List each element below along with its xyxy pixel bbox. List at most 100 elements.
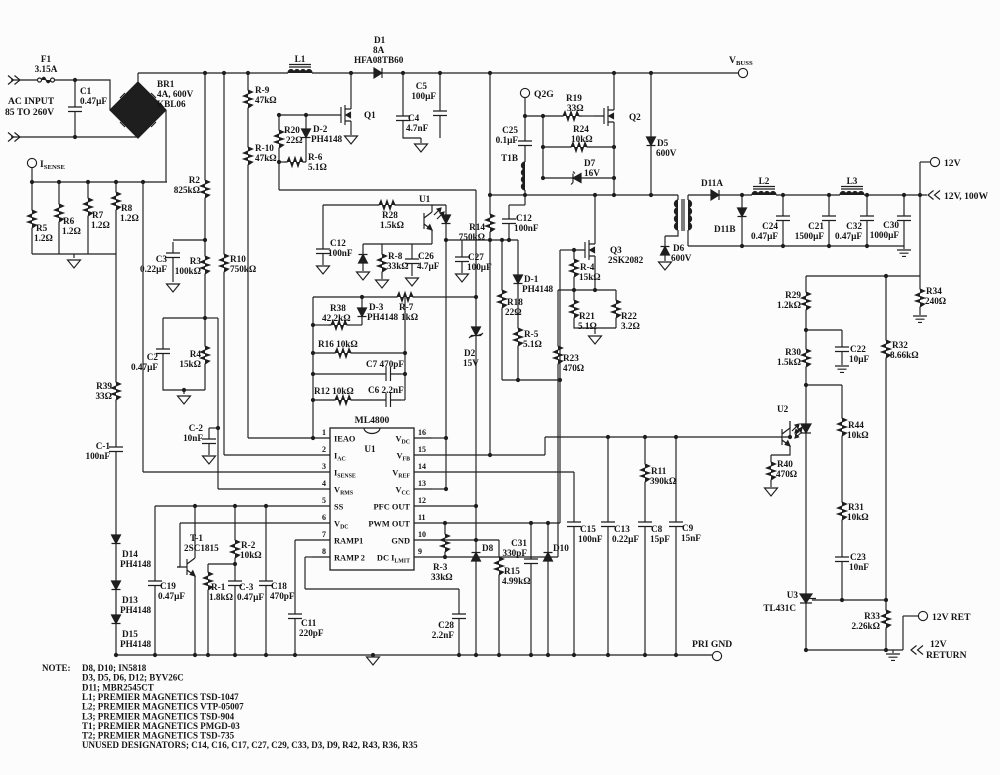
label-c12b-0: C12 [516,213,532,223]
junction-dot [839,597,845,603]
c32-symbol [859,204,875,231]
c15-symbol [566,510,582,537]
junction-dot [803,647,809,653]
label-c15-1: 100nF [578,534,603,544]
u1-opto-symbol [423,204,445,236]
junction-dot [473,294,479,300]
ground-icon [404,277,420,287]
junction-dot [571,287,577,293]
label-c24-0: C24 [762,221,778,231]
label-c-3-0: C-3 [239,582,254,592]
label-out-12v-return-2: RETURN [926,650,967,661]
label-c21-0: C21 [808,221,824,231]
label-r21-0: R21 [579,311,595,321]
junction-dot [245,70,251,76]
c8-symbol [637,510,653,537]
d1-symbol [367,67,389,79]
label-r32-0: R32 [892,340,908,350]
label-r-7-0: R-7 [399,302,414,312]
label-c1-0: C1 [80,86,92,96]
pin-num-12: 12 [418,496,426,505]
isense-terminal [26,157,38,169]
pin-label-15: VFB [396,452,410,463]
label-q3-0: Q3 [610,245,622,255]
label-u3-0: U3 [787,590,799,600]
label-f1-1: 3.15A [35,64,58,74]
label-d11b-0: D11B [714,224,735,234]
note-line-8: UNUSED DESIGNATORS; C14, C16, C17, C27, … [82,740,418,750]
label-r22-0: R22 [621,311,637,321]
label-q2g-terminal: Q2G [534,89,554,100]
pin-label-6: VDC [334,520,349,531]
pin-num-4: 4 [322,479,326,488]
wire-layer [11,70,930,658]
label-r38-1: 42.2kΩ [322,313,351,323]
junction-dot [140,179,146,185]
t2-symbol [673,198,693,232]
label-r44-0: R44 [848,420,864,430]
label-c32-1: 0.47µF [835,231,862,241]
junction-dot [348,70,354,76]
label-r-10-1: 47kΩ [255,153,277,163]
r11-symbol [639,459,651,487]
junction-dot [611,192,617,198]
r-4-symbol [568,254,580,282]
label-c32-0: C32 [846,221,862,231]
label-ac-input: AC INPUT [8,96,55,107]
label-br1-1: 4A, 600V [157,89,194,99]
junction-dot [310,371,316,377]
r-5-symbol [512,323,524,351]
label-c19-0: C19 [160,581,176,591]
label-d1-2: HFA08TB60 [354,55,404,65]
junction-dot [496,652,502,658]
label-r4-0: R4 [190,349,202,359]
label-d6-1: 600V [671,253,692,263]
junction-dot [592,192,598,198]
label-u3-1: TL431C [763,603,796,613]
l2-symbol [751,185,777,196]
pin-label-10: GND [391,537,410,546]
label-r24-0: R24 [573,124,589,134]
junction-dot [443,486,449,492]
junction-dot [443,435,449,441]
label-r28-1: 1.5kΩ [380,220,404,230]
label-c-1-0: C-1 [96,441,111,451]
junction-dot [303,112,309,118]
ground-icon [315,265,331,275]
label-r18-0: R18 [507,297,523,307]
label-vbuss-terminal: VBUSS [729,55,753,67]
junction-dot [605,652,611,658]
c23-symbol [834,545,850,572]
junction-dot [917,192,923,198]
wire-169 [665,230,679,237]
junction-dot [803,382,809,388]
junction-dot [192,652,198,658]
wire-56 [402,130,421,139]
label-ml4800-part: ML4800 [355,415,390,426]
junction-dot [263,503,269,509]
label-r40-1: 470Ω [776,469,797,479]
junction-dot [310,322,316,328]
label-q2-0: Q2 [629,112,641,122]
pin-label-2: IAC [334,452,346,463]
junction-dot [276,159,282,165]
label-r-9-0: R-9 [255,85,270,95]
f1-symbol [34,76,58,84]
label-pri-gnd-terminal: PRI GND [692,639,732,650]
label-r-10-0: R-10 [255,143,274,153]
junction-dot [901,192,907,198]
label-r19-1: 33Ω [567,103,584,113]
label-l3-0: L3 [847,176,858,186]
ic-ml4800 [312,427,432,571]
label-br1-2: KBL06 [157,99,186,109]
label-d5-0: D5 [657,138,669,148]
junction-dot [611,175,617,181]
junction-dot [787,434,793,440]
label-d-1-1: PH4148 [522,284,554,294]
junction-dot [648,192,654,198]
ground-icon [176,395,192,405]
label-c26-1: 4.7µF [417,261,440,271]
label-c23-1: 10nF [849,562,869,572]
label-r18-1: 22Ω [505,307,522,317]
